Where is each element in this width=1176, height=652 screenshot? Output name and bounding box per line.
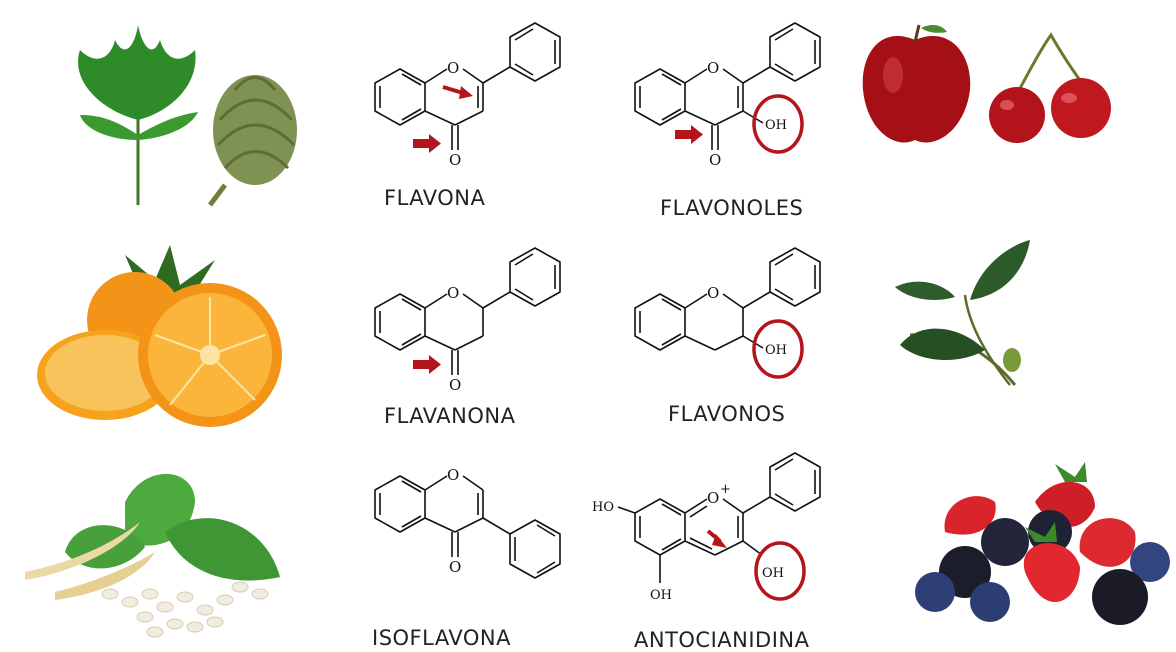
flavonoles-structure: O O OH <box>625 15 840 170</box>
hydroxyl-highlight-circle <box>752 94 804 154</box>
svg-text:O: O <box>449 558 461 576</box>
berries-image <box>905 462 1173 642</box>
hydroxyl-highlight-circle <box>752 319 804 379</box>
parsley-artichoke-image <box>60 20 310 210</box>
berry-icon <box>915 462 1170 625</box>
flavonos-structure: O OH <box>625 240 840 395</box>
flavonoles-label: FLAVONOLES <box>660 196 804 220</box>
orange-icon <box>37 245 282 427</box>
flavona-structure: O O <box>365 15 580 170</box>
parsley-icon <box>78 25 297 207</box>
svg-text:HO: HO <box>592 500 614 515</box>
isoflavona-label: ISOFLAVONA <box>372 626 511 650</box>
apple-cherries-image <box>855 20 1120 155</box>
svg-text:O: O <box>447 284 459 302</box>
svg-text:O: O <box>447 466 459 484</box>
flavona-label: FLAVONA <box>384 186 486 210</box>
apple-icon <box>862 24 1111 143</box>
flavanona-structure: O O <box>365 240 580 395</box>
svg-text:O: O <box>709 151 721 169</box>
svg-text:O: O <box>707 59 719 77</box>
oranges-image <box>30 235 290 435</box>
antocianidina-label: ANTOCIANIDINA <box>634 628 810 652</box>
svg-text:O: O <box>449 376 461 394</box>
beans-image <box>15 462 290 642</box>
isoflavona-structure: O O <box>365 462 580 617</box>
svg-text:O: O <box>707 284 719 302</box>
bean-icon <box>25 473 280 638</box>
carbonyl-arrow-icon <box>413 355 441 374</box>
double-bond-arrow-icon <box>706 529 727 548</box>
carbonyl-arrow-icon <box>675 125 703 144</box>
flavonos-label: FLAVONOS <box>668 402 786 426</box>
svg-text:OH: OH <box>650 588 672 603</box>
svg-text:O: O <box>447 59 459 77</box>
svg-text:O: O <box>449 151 461 169</box>
svg-text:OH: OH <box>765 343 787 358</box>
double-bond-arrow-icon <box>442 85 473 99</box>
svg-text:O: O <box>707 489 719 507</box>
svg-text:+: + <box>720 482 731 497</box>
antocianidina-structure: HO OH O + OH <box>590 452 840 625</box>
svg-text:OH: OH <box>765 118 787 133</box>
hydroxyl-highlight-circle <box>754 541 806 601</box>
flavanona-label: FLAVANONA <box>384 404 516 428</box>
leaf-icon <box>895 240 1030 386</box>
tea-leaves-image <box>890 235 1040 395</box>
svg-text:OH: OH <box>762 566 784 581</box>
carbonyl-arrow-icon <box>413 134 441 153</box>
